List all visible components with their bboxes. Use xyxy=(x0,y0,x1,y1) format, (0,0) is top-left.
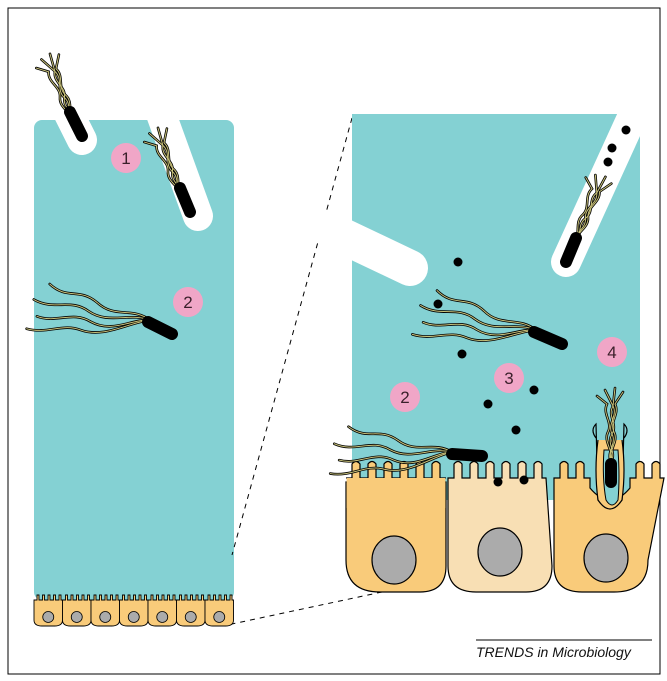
mini-nucleus xyxy=(157,612,168,623)
mini-nucleus xyxy=(100,612,111,623)
journal-credit: TRENDS in Microbiology xyxy=(476,644,632,660)
mini-nucleus xyxy=(43,612,54,623)
svg-text:2: 2 xyxy=(183,293,192,312)
epithelial-cell-left xyxy=(346,462,446,593)
zoom-line-bottom xyxy=(232,592,382,624)
nucleus xyxy=(372,536,416,584)
marker-1: 1 xyxy=(111,143,141,173)
svg-text:2: 2 xyxy=(400,388,409,407)
mini-nucleus xyxy=(71,612,82,623)
nucleus xyxy=(584,534,628,582)
marker-2-right: 2 xyxy=(390,382,420,412)
marker-4: 4 xyxy=(597,337,627,367)
svg-text:1: 1 xyxy=(121,149,130,168)
left-panel xyxy=(34,100,234,626)
mini-nucleus xyxy=(185,612,196,623)
marker-2-left: 2 xyxy=(173,287,203,317)
zoom-line-top xyxy=(232,118,352,555)
mini-nucleus xyxy=(214,612,225,623)
mini-nucleus xyxy=(128,612,139,623)
svg-text:4: 4 xyxy=(607,343,616,362)
epithelium-row-small xyxy=(34,595,234,626)
svg-text:3: 3 xyxy=(504,369,513,388)
marker-3: 3 xyxy=(494,363,524,393)
nucleus xyxy=(478,528,522,576)
